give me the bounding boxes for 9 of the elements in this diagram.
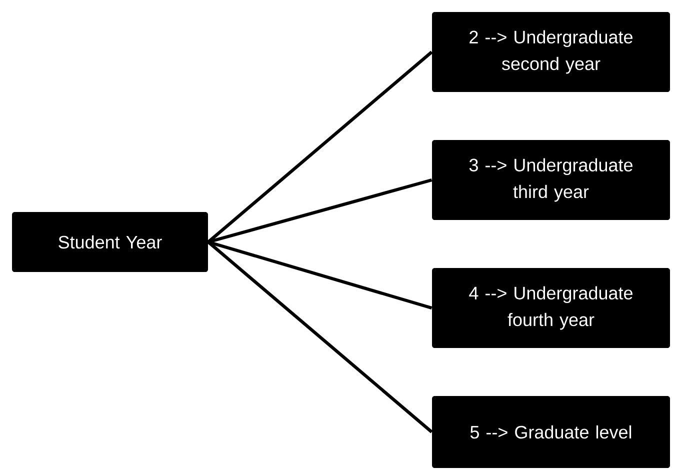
- connector-line: [207, 240, 433, 434]
- text-box: 3 --> Undergraduate third year: [432, 140, 670, 220]
- text-box: 5 --> Graduate level: [432, 396, 670, 468]
- connector-line: [208, 240, 432, 310]
- text-box: 4 --> Undergraduate fourth year: [432, 268, 670, 348]
- connector-line: [207, 50, 433, 244]
- text-box: Student Year: [12, 212, 208, 272]
- text-box: 2 --> Undergraduate second year: [432, 12, 670, 92]
- connector-line: [208, 178, 432, 244]
